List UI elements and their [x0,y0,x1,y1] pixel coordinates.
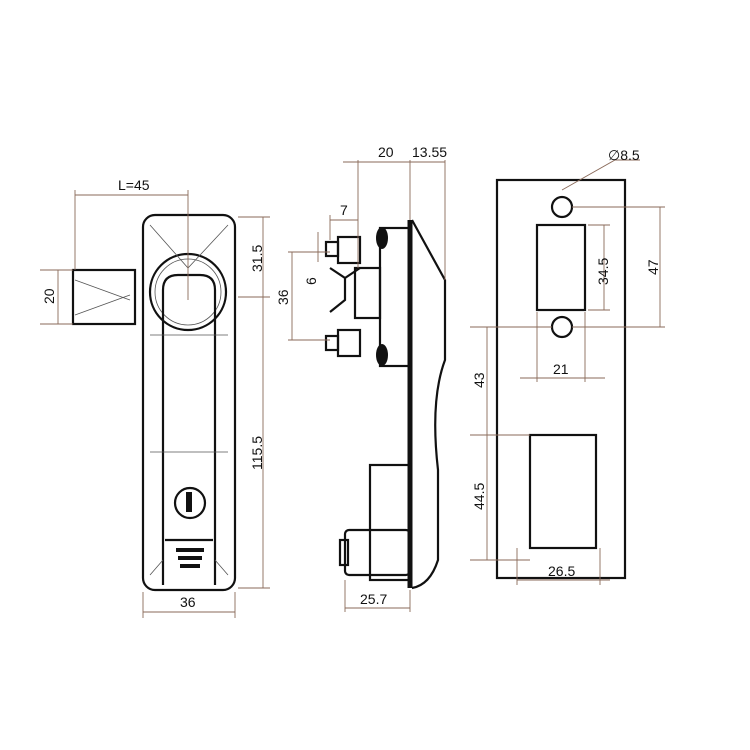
dim-lower-width: 26.5 [548,563,575,579]
dim-body-length: 115.5 [249,436,265,470]
dim-bottom-depth: 25.7 [360,591,387,607]
dim-top-offset: 31.5 [249,245,265,272]
side-view: 20 13.55 7 6 36 25.7 [275,144,447,612]
dim-square-width: 21 [553,361,569,377]
dim-length: L=45 [118,177,150,193]
dim-width: 36 [180,594,196,610]
dim-lower-height: 44.5 [471,483,487,510]
dim-depth: 20 [378,144,394,160]
cutout-view: ∅8.5 34.5 47 21 43 44.5 26.5 [470,147,665,585]
dim-offset: 13.55 [412,144,447,160]
dim-cam: 7 [340,202,348,218]
dim-screw: 6 [303,277,319,285]
dim-spacing: 36 [275,289,291,305]
dim-square-height: 34.5 [595,258,611,285]
dim-hole-diameter: ∅8.5 [608,147,640,163]
dim-gap: 43 [471,372,487,388]
keyhole-icon [173,486,207,520]
dim-hole-spacing: 47 [645,259,661,275]
front-view: L=45 20 31.5 115.5 36 [40,177,270,618]
dim-knob-height: 20 [41,288,57,304]
